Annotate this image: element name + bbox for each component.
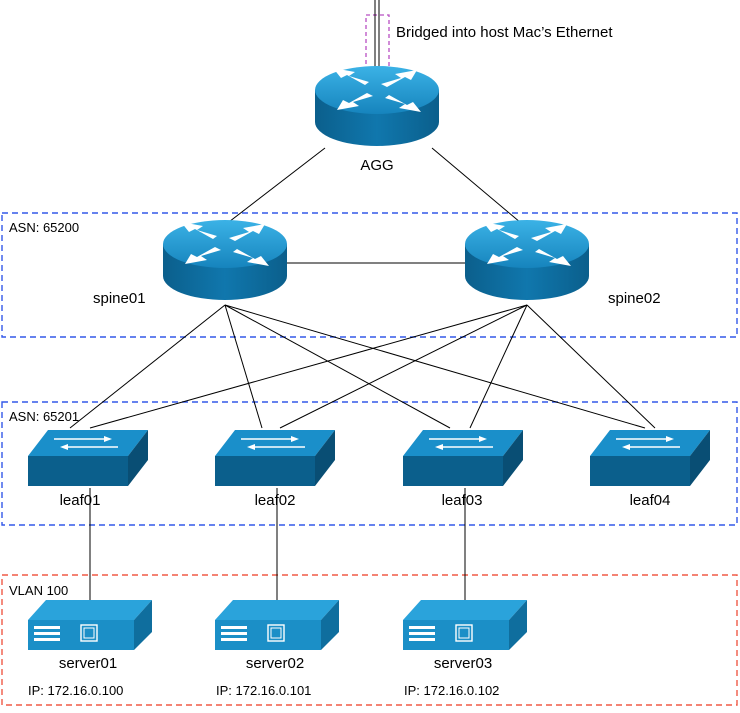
spine01-router[interactable] — [163, 220, 287, 300]
server01-label: server01 — [59, 655, 117, 672]
server-icon — [27, 599, 153, 651]
spine02-label: spine02 — [608, 290, 661, 307]
asn-spine-zone — [1, 212, 738, 338]
server01-ip: IP: 172.16.0.100 — [28, 683, 123, 698]
link-spine01-leaf01 — [69, 304, 226, 429]
uplink-note: Bridged into host Mac’s Ethernet — [396, 24, 613, 41]
switch-icon — [27, 429, 149, 487]
switch-icon — [589, 429, 711, 487]
switch-icon — [402, 429, 524, 487]
server-icon — [214, 599, 340, 651]
link-spine02-leaf02 — [279, 304, 528, 429]
leaf01-label: leaf01 — [60, 492, 101, 509]
router-icon — [465, 220, 589, 300]
leaf04-label: leaf04 — [630, 492, 671, 509]
link-agg-spine02 — [431, 147, 528, 229]
asn-leaf-label: ASN: 65201 — [9, 409, 79, 424]
spine01-label: spine01 — [93, 290, 146, 307]
router-icon — [163, 220, 287, 300]
spine02-router[interactable] — [465, 220, 589, 300]
link-spine02-leaf04 — [526, 304, 656, 429]
server03-ip: IP: 172.16.0.102 — [404, 683, 499, 698]
leaf03-label: leaf03 — [442, 492, 483, 509]
server02[interactable] — [214, 599, 340, 651]
server03-label: server03 — [434, 655, 492, 672]
server02-ip: IP: 172.16.0.101 — [216, 683, 311, 698]
leaf04-switch[interactable] — [589, 429, 711, 487]
leaf03-switch[interactable] — [402, 429, 524, 487]
server03[interactable] — [402, 599, 528, 651]
leaf02-switch[interactable] — [214, 429, 336, 487]
links — [69, 147, 656, 602]
leaf01-switch[interactable] — [27, 429, 149, 487]
leaf02-label: leaf02 — [255, 492, 296, 509]
asn-spine-label: ASN: 65200 — [9, 220, 79, 235]
link-spine02-leaf03 — [469, 304, 528, 429]
agg-router[interactable] — [315, 66, 439, 146]
server02-label: server02 — [246, 655, 304, 672]
link-spine01-leaf02 — [224, 304, 263, 429]
switch-icon — [214, 429, 336, 487]
agg-label: AGG — [360, 157, 393, 174]
vlan-zone — [1, 574, 738, 706]
link-agg-spine01 — [224, 147, 326, 226]
link-spine02-leaf01 — [89, 304, 528, 429]
server01[interactable] — [27, 599, 153, 651]
server-icon — [402, 599, 528, 651]
link-spine01-leaf03 — [224, 304, 451, 429]
asn-leaf-zone — [1, 401, 738, 526]
router-icon — [315, 66, 439, 146]
link-spine01-leaf04 — [224, 304, 646, 429]
vlan-label: VLAN 100 — [9, 583, 68, 598]
